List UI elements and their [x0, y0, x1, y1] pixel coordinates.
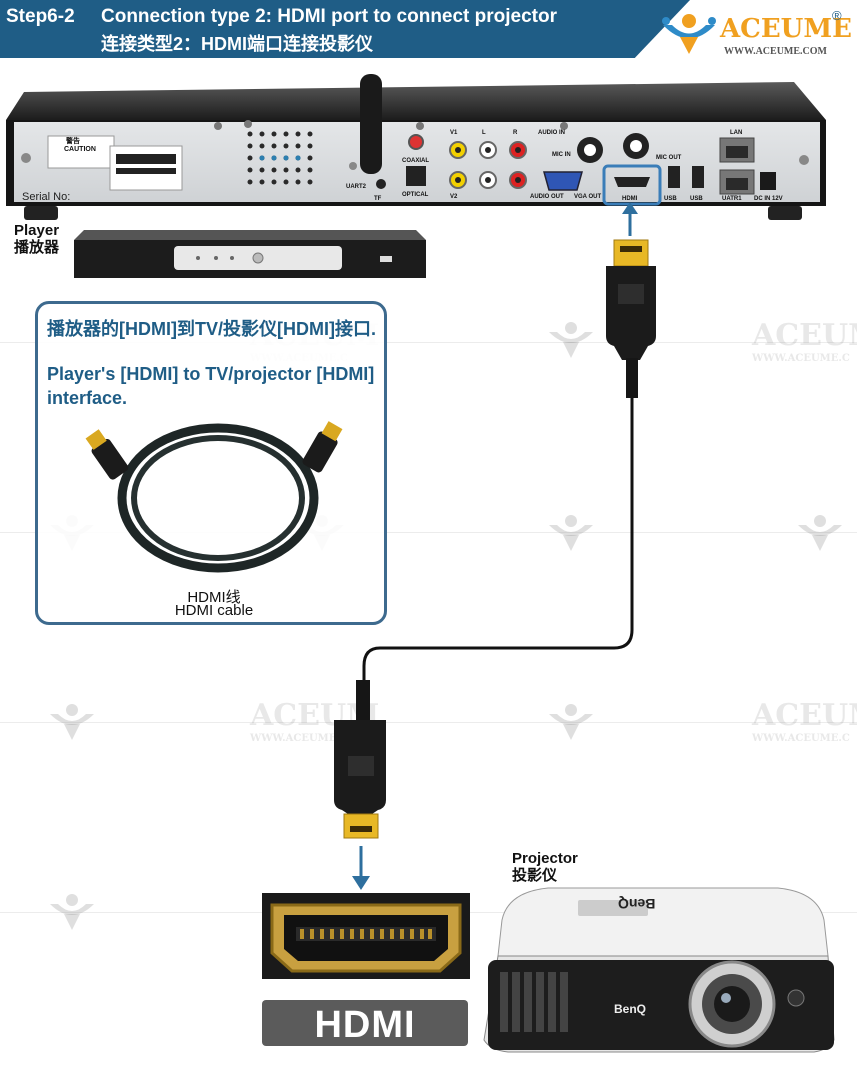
port-label-r: R: [513, 130, 518, 136]
logo-url: WWW.ACEUME.COM: [724, 46, 827, 57]
hdmi-badge: HDMI: [262, 1000, 468, 1046]
cable-caption-en: HDMI cable: [174, 602, 254, 619]
player-label: Player 播放器: [14, 222, 59, 256]
instruction-text-zh: 播放器的[HDMI]到TV/投影仪[HDMI]接口.: [47, 319, 376, 339]
page-title-chinese: 连接类型2：HDMI端口连接投影仪: [101, 34, 374, 54]
port-label-vga-out: VGA OUT: [574, 194, 602, 200]
port-label-optical: OPTICAL: [402, 192, 429, 198]
port-label-dc: DC IN 12V: [754, 196, 783, 202]
port-label-usb: USB: [664, 196, 677, 202]
player-label-en: Player: [14, 222, 60, 239]
projector-label-zh: 投影仪: [512, 867, 558, 884]
hdmi-port-closeup: [262, 893, 470, 979]
player-back-panel: [6, 74, 826, 220]
step-label: Step6-2: [6, 6, 75, 27]
serial-label: Serial No:: [22, 191, 71, 203]
port-label-usb: USB: [690, 196, 703, 202]
port-label-uart2: UART2: [346, 184, 367, 190]
projector-brand-front: BenQ: [614, 1002, 647, 1016]
info-panel: 播放器的[HDMI]到TV/投影仪[HDMI]接口. Player's [HDM…: [35, 301, 387, 625]
port-label-hdmi: HDMI: [622, 196, 638, 202]
warning-label: 警告: [66, 138, 80, 145]
port-label-v2: V2: [450, 194, 458, 200]
brand-logo: ACEUME ® WWW.ACEUME.COM: [660, 6, 852, 60]
hdmi-badge-text: HDMI: [314, 1004, 416, 1046]
player-front-image: [74, 230, 426, 278]
port-label-mic-out: MIC OUT: [656, 155, 682, 161]
watermark-logo-icon: [549, 515, 593, 551]
watermark-logo-icon: [549, 322, 593, 358]
page-title: Connection type 2: HDMI port to connect …: [101, 6, 558, 27]
grid-line: [0, 722, 857, 723]
port-label-l: L: [482, 130, 486, 136]
port-label-audio-out: AUDIO OUT: [530, 194, 564, 200]
instruction-text-en: Player's [HDMI] to TV/projector [HDMI] i…: [47, 364, 375, 408]
aceume-logo-icon: [662, 14, 716, 54]
watermark-logo-icon: [50, 894, 94, 930]
registered-mark: ®: [832, 8, 842, 23]
watermark-logo-icon: [50, 704, 94, 740]
port-label-mic-in: MIC IN: [552, 152, 571, 158]
port-label-tf: TF: [374, 196, 382, 202]
projector-brand-top: BenQ: [618, 896, 656, 912]
header-banner: [0, 0, 690, 58]
player-label-zh: 播放器: [14, 239, 60, 256]
port-label-v1: V1: [450, 130, 458, 136]
port-label-lan: LAN: [730, 130, 743, 136]
port-label-audio-in: AUDIO IN: [538, 130, 565, 136]
logo-text: ACEUME: [720, 14, 852, 44]
watermark-logo-icon: [549, 704, 593, 740]
hdmi-cable-image: [85, 421, 343, 573]
cable-caption-zh: HDMI线: [187, 589, 241, 606]
caution-label: CAUTION: [64, 146, 96, 153]
projector-label-en: Projector: [512, 850, 578, 867]
port-label-uatr1: UATR1: [722, 196, 742, 202]
projector-image: [483, 887, 835, 1053]
watermark-logo-icon: [798, 515, 842, 551]
projector-label: Projector 投影仪: [512, 850, 578, 884]
port-label-coaxial: COAXIAL: [402, 158, 429, 164]
